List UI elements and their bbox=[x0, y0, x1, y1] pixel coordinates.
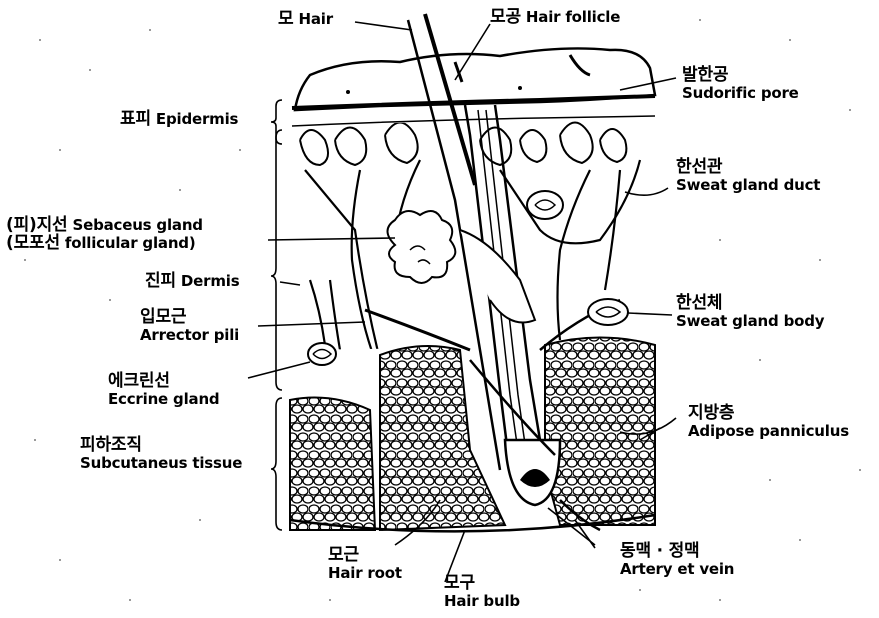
label-adipose: 지방층 Adipose panniculus bbox=[688, 404, 849, 440]
label-epidermis: 표피 Epidermis bbox=[120, 110, 238, 128]
label-artery-vein: 동맥 · 정맥 Artery et vein bbox=[620, 542, 734, 578]
label-sweat-gland-body: 한선체 Sweat gland body bbox=[676, 294, 824, 330]
label-dermis: 진피 Dermis bbox=[145, 272, 239, 290]
label-hair-bulb: 모구 Hair bulb bbox=[444, 574, 520, 610]
label-sebaceous-gland: (피)지선 Sebaceus gland (모포선 follicular gla… bbox=[6, 216, 203, 252]
label-arrector-pili: 입모근 Arrector pili bbox=[140, 308, 239, 344]
label-subcutaneous: 피하조직 Subcutaneus tissue bbox=[80, 436, 242, 472]
layer-braces bbox=[271, 100, 282, 530]
label-eccrine-gland: 에크린선 Eccrine gland bbox=[108, 372, 219, 408]
epidermis-layer bbox=[292, 48, 655, 126]
sweat-gland-body bbox=[588, 299, 628, 325]
label-hair: 모 Hair bbox=[278, 10, 333, 28]
eccrine-coil bbox=[308, 343, 336, 365]
label-hair-follicle: 모공 Hair follicle bbox=[490, 8, 620, 26]
subcutaneous-fat bbox=[290, 338, 655, 532]
label-sudoriferous-pore: 발한공 Sudorific pore bbox=[682, 66, 799, 102]
label-hair-root: 모근 Hair root bbox=[328, 546, 402, 582]
label-sweat-gland-duct: 한선관 Sweat gland duct bbox=[676, 158, 820, 194]
